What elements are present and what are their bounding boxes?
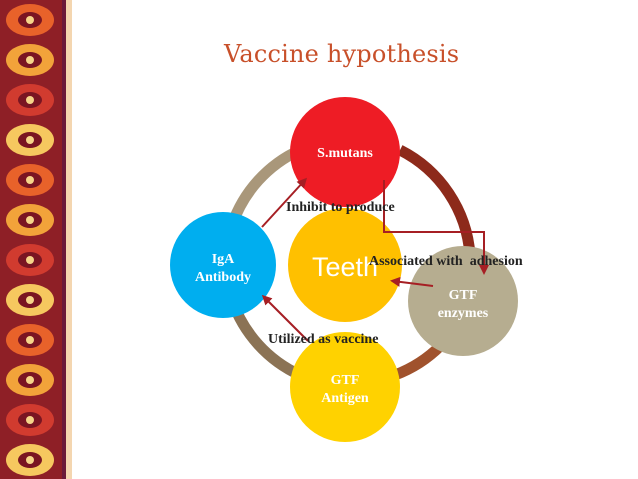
relation-vaccine-label: Utilized as vaccine — [268, 332, 378, 347]
node-iga — [170, 212, 276, 318]
center-label: Teeth — [312, 252, 378, 282]
node-iga-label-2: Antibody — [195, 270, 251, 285]
border-motif-dot — [26, 176, 34, 184]
relation-associated-label: Associated with adhesion — [369, 254, 523, 269]
relation-inhibit-label: Inhibit to produce — [286, 200, 395, 215]
border-motif-dot — [26, 296, 34, 304]
border-motif-dot — [26, 256, 34, 264]
node-iga-label-1: IgA — [212, 252, 235, 267]
border-motif-dot — [26, 336, 34, 344]
border-motif-dot — [26, 16, 34, 24]
node-smutans-label: S.mutans — [317, 146, 373, 161]
decorative-border — [0, 0, 72, 479]
node-gtf-enzymes-label-1: GTF — [449, 288, 478, 303]
node-smutans — [290, 97, 400, 207]
arrow-smutans-to-gtf — [383, 180, 489, 275]
center-circle — [288, 208, 402, 322]
border-motif-dot — [26, 56, 34, 64]
node-gtf-antigen-label-1: GTF — [331, 373, 360, 388]
node-gtf-antigen-label-2: Antigen — [321, 391, 369, 406]
arrow-gtf-to-teeth — [390, 276, 434, 287]
arrow-antigen-to-iga — [261, 294, 309, 342]
arrow-iga-to-smutans — [261, 177, 308, 228]
slide-title: Vaccine hypothesis — [224, 40, 460, 68]
border-motif-dot — [26, 416, 34, 424]
node-gtf-enzymes — [408, 246, 518, 356]
border-motif-dot — [26, 96, 34, 104]
border-motif-dot — [26, 376, 34, 384]
ring-arc-top-right — [397, 145, 476, 256]
node-gtf-enzymes-label-2: enzymes — [438, 306, 489, 321]
border-motif-dot — [26, 136, 34, 144]
border-motif-dot — [26, 456, 34, 464]
node-gtf-antigen — [290, 332, 400, 442]
border-motif-dot — [26, 216, 34, 224]
